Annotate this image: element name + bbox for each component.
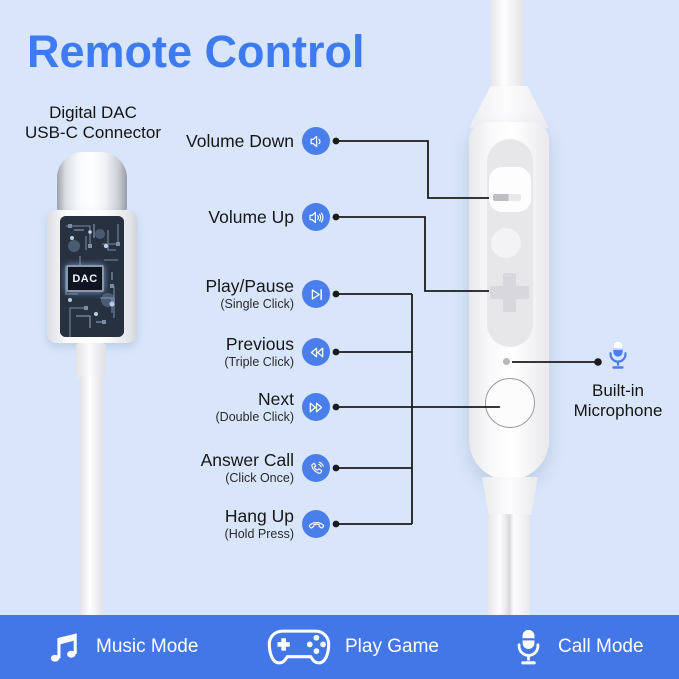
remote-bottom-cables [488, 514, 530, 615]
connector-label-line2: USB-C Connector [24, 123, 162, 142]
microphone-label-line1: Built-in [592, 381, 644, 400]
dac-circuit-window: DAC [60, 216, 124, 337]
function-row-answer-call: Answer Call(Click Once) [80, 445, 330, 491]
volume-up-icon [302, 203, 330, 231]
footer-label: Call Mode [558, 636, 644, 657]
microphone-icon [512, 628, 545, 666]
function-label: Answer Call [200, 450, 294, 470]
function-label: Next [258, 389, 294, 409]
function-label: Hang Up [224, 506, 294, 526]
function-row-previous: Previous(Triple Click) [80, 329, 330, 375]
footer-item-call-mode: Call Mode [512, 615, 644, 679]
connector-strain-relief [76, 343, 106, 378]
hang-up-icon [302, 510, 330, 538]
microphone-label: Built-in Microphone [553, 381, 679, 421]
next-track-icon [302, 393, 330, 421]
function-sublabel: (Hold Press) [224, 527, 294, 541]
footer-label: Music Mode [96, 636, 199, 657]
function-label: Volume Up [208, 206, 294, 227]
function-row-hang-up: Hang Up(Hold Press) [80, 501, 330, 547]
minus-marking [493, 194, 521, 201]
function-label: Previous [225, 334, 294, 354]
function-sublabel: (Click Once) [225, 471, 294, 485]
music-note-icon [44, 628, 83, 667]
connector-label-line1: Digital DAC [49, 103, 137, 122]
function-sublabel: (Triple Click) [224, 355, 294, 369]
multifunction-button [491, 228, 521, 258]
remote-top-cable [491, 0, 523, 90]
microphone-hole [503, 358, 510, 365]
footer-label: Play Game [345, 636, 439, 657]
function-row-play-pause: Play/Pause(Single Click) [80, 271, 330, 317]
microphone-icon [605, 340, 631, 370]
dac-chip: DAC [66, 265, 104, 292]
volume-down-icon [302, 127, 330, 155]
remote-bottom-neck [482, 477, 538, 515]
left-cable [80, 376, 103, 615]
answer-call-icon [302, 454, 330, 482]
function-sublabel: (Double Click) [215, 410, 295, 424]
function-sublabel: (Single Click) [220, 297, 294, 311]
round-button [485, 378, 535, 428]
footer-item-play-game: Play Game [266, 615, 439, 679]
function-row-volume-up: Volume Up [80, 194, 330, 240]
page-title: Remote Control [27, 26, 365, 77]
volume-down-button [489, 167, 531, 212]
mode-footer-bar: Music Mode Play Game Call Mode [0, 615, 679, 679]
function-label: Play/Pause [205, 276, 294, 296]
connector-label: Digital DAC USB-C Connector [10, 103, 176, 143]
previous-track-icon [302, 338, 330, 366]
usb-c-metal-tip [57, 152, 127, 212]
function-row-next: Next(Double Click) [80, 384, 330, 430]
footer-item-music-mode: Music Mode [44, 615, 198, 679]
microphone-label-line2: Microphone [573, 401, 663, 420]
function-row-volume-down: Volume Down [80, 118, 330, 164]
gamepad-icon [266, 626, 332, 669]
function-label: Volume Down [186, 130, 294, 151]
plus-marking-vertical [503, 273, 516, 312]
play-pause-icon [302, 280, 330, 308]
